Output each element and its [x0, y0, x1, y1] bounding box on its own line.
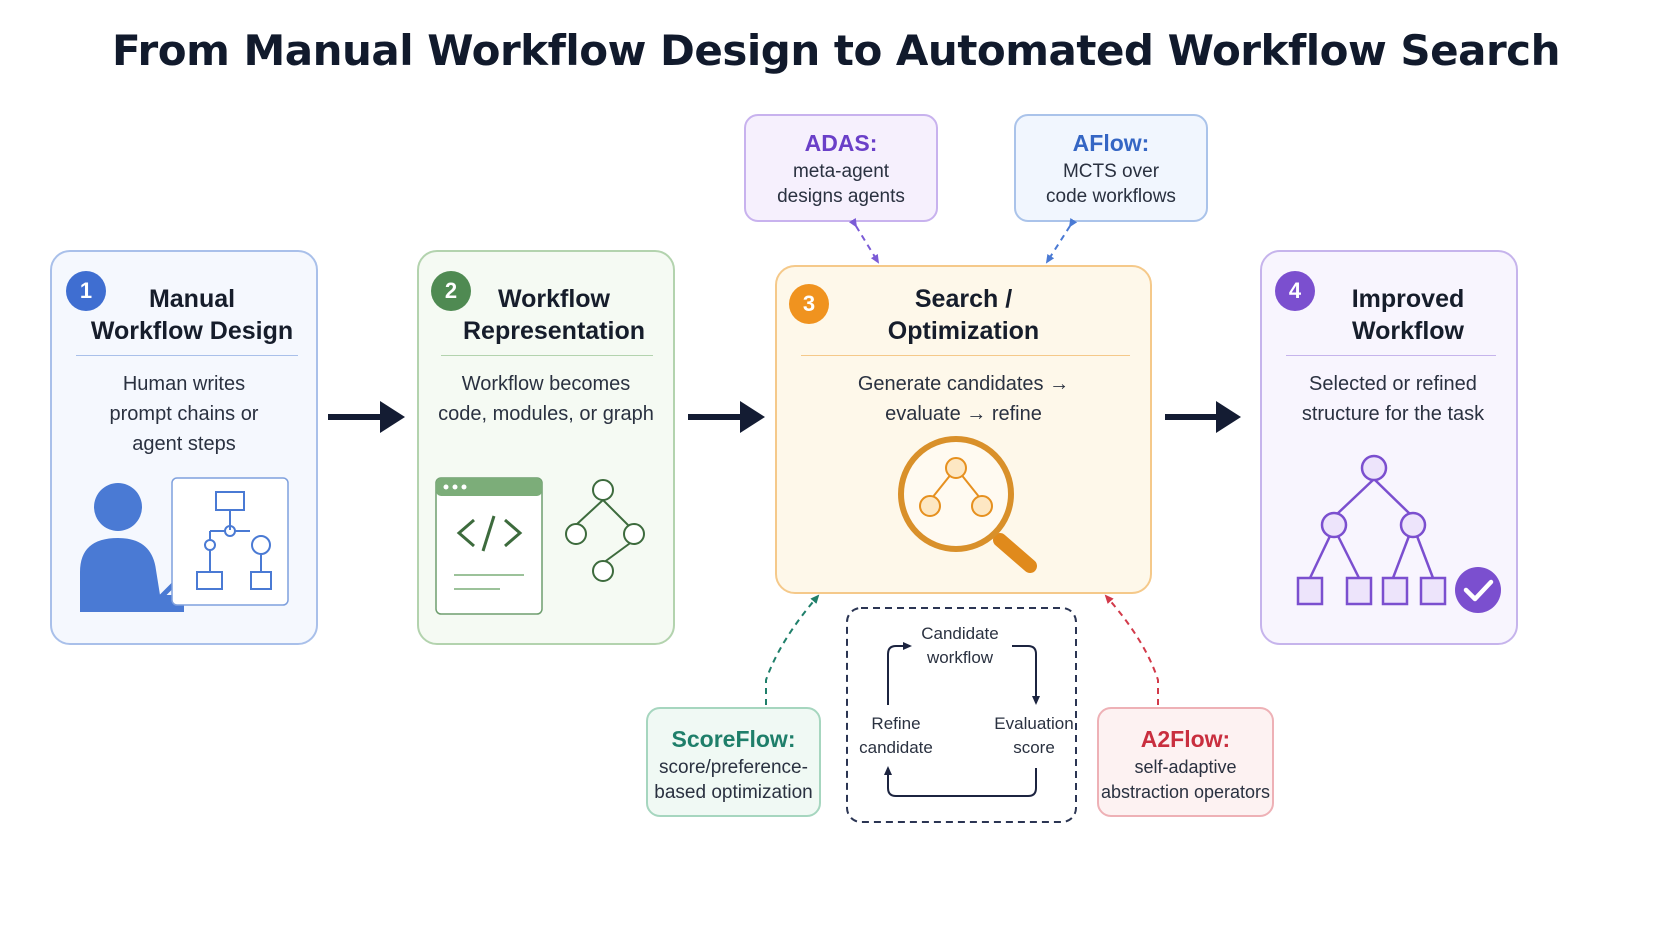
desc-line: meta-agent [792, 161, 890, 182]
stage-divider [441, 355, 653, 356]
stage-description: Human writes prompt chains or agent step… [52, 369, 316, 459]
loop-label-evaluation: Evaluation score [986, 712, 1082, 760]
stage-title: Improved Workflow [1278, 283, 1538, 347]
method-desc: meta-agent designs agents [746, 159, 936, 209]
stage-title-line: Representation [463, 317, 645, 345]
loop-label-line: Evaluation [994, 714, 1074, 733]
person-icon [80, 483, 189, 612]
method-name: A2Flow: [1140, 726, 1231, 752]
stage-description: Selected or refined structure for the ta… [1262, 369, 1524, 429]
flow-arrow-1-2 [328, 401, 405, 433]
stage-divider [1286, 355, 1496, 356]
stage-title: Search / Optimization [777, 283, 1150, 347]
desc-line: Workflow becomes [461, 373, 631, 395]
flowchart-icon [171, 477, 289, 606]
stage-title-line: Workflow Design [90, 317, 294, 345]
method-desc: self-adaptive abstraction operators [1099, 755, 1272, 805]
desc-line: based optimization [654, 782, 813, 803]
flow-arrow-2-3 [688, 401, 765, 433]
method-desc: MCTS over code workflows [1016, 159, 1206, 209]
desc-line: agent steps [132, 433, 236, 455]
stage-title: Workflow Representation [429, 283, 679, 347]
flow-arrow-3-4 [1165, 401, 1241, 433]
loop-arrow-right-down [1012, 645, 1040, 705]
stage-title-line: Optimization [887, 317, 1040, 345]
stage-description: Workflow becomes code, modules, or graph [419, 369, 673, 429]
stage-title-line: Improved [1351, 285, 1465, 313]
method-desc: score/preference- based optimization [648, 755, 819, 805]
loop-label-line: workflow [926, 648, 994, 667]
loop-arrow-bottom [884, 766, 1037, 797]
loop-label-line: Candidate [921, 624, 999, 643]
stage-badge: 1 [66, 271, 106, 311]
desc-line: score/preference- [659, 757, 808, 778]
stage-title-line: Workflow [1351, 317, 1465, 345]
stage-badge: 4 [1275, 271, 1315, 311]
method-box-adas: ADAS: meta-agent designs agents [744, 114, 938, 222]
check-icon [1455, 567, 1501, 613]
desc-line: structure for the task [1301, 403, 1485, 425]
method-name: ScoreFlow: [671, 726, 796, 752]
desc-line: abstraction operators [1100, 782, 1271, 802]
stage-badge: 3 [789, 284, 829, 324]
loop-arrow-top [887, 642, 912, 705]
desc-line: prompt chains or [109, 403, 259, 425]
workflow-tree-icon [1296, 454, 1447, 606]
stage-badge: 2 [431, 271, 471, 311]
loop-label-line: score [1013, 738, 1055, 757]
loop-label-candidate: Candidate workflow [900, 622, 1020, 670]
method-name: ADAS: [804, 130, 878, 156]
method-box-scoreflow: ScoreFlow: score/preference- based optim… [646, 707, 821, 817]
method-box-a2flow: A2Flow: self-adaptive abstraction operat… [1097, 707, 1274, 817]
code-window-icon [435, 477, 543, 615]
adas-connector [848, 217, 880, 264]
graph-icon [565, 479, 645, 582]
desc-line: Human writes [122, 373, 246, 395]
stage-title-line: Manual [148, 285, 236, 313]
desc-line: self-adaptive [1134, 757, 1237, 777]
page-title: From Manual Workflow Design to Automated… [112, 26, 1560, 75]
a2flow-connector [1104, 594, 1159, 705]
stage-divider [801, 355, 1130, 356]
desc-line: Selected or refined [1309, 373, 1477, 395]
desc-line: MCTS over [1062, 161, 1160, 182]
loop-label-refine: Refine candidate [848, 712, 944, 760]
desc-line: code, modules, or graph [438, 403, 654, 425]
loop-label-line: Refine [871, 714, 921, 733]
scoreflow-connector [765, 594, 820, 705]
method-box-aflow: AFlow: MCTS over code workflows [1014, 114, 1208, 222]
method-name: AFlow: [1072, 130, 1150, 156]
stage-divider [76, 355, 298, 356]
desc-line: code workflows [1046, 186, 1176, 207]
stage-description: Generate candidates → evaluate → refine [777, 369, 1150, 429]
desc-line: designs agents [777, 186, 905, 207]
loop-label-line: candidate [859, 738, 933, 757]
aflow-connector [1045, 217, 1078, 264]
desc-line: evaluate → refine [885, 403, 1042, 425]
stage-title-line: Search / [914, 285, 1013, 313]
magnifier-icon [898, 436, 1037, 573]
loop-box [846, 607, 1077, 823]
stage-title-line: Workflow [497, 285, 611, 313]
desc-line: Generate candidates → [857, 373, 1070, 395]
stage-title: Manual Workflow Design [52, 283, 332, 347]
